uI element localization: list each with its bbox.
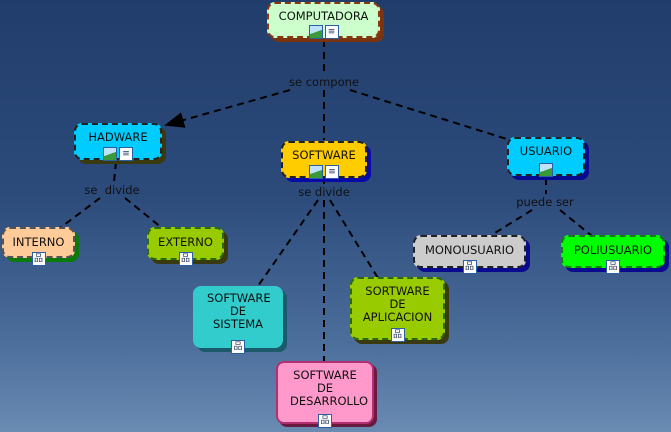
line-puedeser-monousuario [489,209,533,237]
image-icon[interactable] [309,165,323,179]
concept-software-de-aplicacion[interactable]: SORTWARE DE APLICACION 品 [350,277,445,342]
document-icon[interactable]: ≡ [325,165,339,179]
concept-software[interactable]: SOFTWARE ≡ [281,141,367,179]
line-sedivide-interno [59,197,101,229]
concept-label: INTERNO [12,235,65,249]
concept-label: COMPUTADORA [278,9,369,23]
submap-icon[interactable]: 品 [390,328,405,342]
submap-icon[interactable]: 品 [606,260,620,274]
line-secompone-hadware [164,89,291,128]
concept-computadora[interactable]: COMPUTADORA ≡ [267,2,380,39]
line-sedivide-aplicacion [329,199,379,279]
submap-icon[interactable]: 品 [231,340,245,354]
link-sw-se-divide[interactable]: se divide [298,185,350,199]
submap-icon[interactable]: 品 [462,260,477,274]
concept-usuario[interactable]: USUARIO [507,137,585,177]
concept-poliusuario[interactable]: POLIUSUARIO 品 [561,235,665,274]
concept-hadware[interactable]: HADWARE ≡ [74,123,162,161]
link-se-compone[interactable]: se compone [289,75,359,89]
concept-label: SOFTWARE DE SISTEMA [207,291,271,331]
line-puedeser-poliusuario [559,209,593,237]
submap-icon[interactable]: 品 [31,252,46,266]
line-sedivide-sistema [257,199,319,287]
document-icon[interactable]: ≡ [324,25,339,39]
link-hw-se-divide[interactable]: se divide [84,183,140,197]
image-icon[interactable] [308,25,323,39]
concept-label: EXTERNO [158,235,213,249]
concept-interno[interactable]: INTERNO 品 [2,227,75,266]
image-icon[interactable] [539,163,553,177]
line-sedivide-externo [124,197,163,229]
concept-label: POLIUSUARIO [573,243,653,257]
concept-software-de-desarrollo[interactable]: SOFTWARE DE DESARROLLO 品 [276,361,374,428]
concept-monousuario[interactable]: MONOUSUARIO 品 [413,235,526,274]
concept-label: SOFTWARE DE DESARROLLO [290,368,368,408]
concept-label: SORTWARE DE APLICACION [362,284,433,324]
submap-icon[interactable]: 品 [178,252,193,266]
concept-label: HADWARE [88,130,148,144]
document-icon[interactable]: ≡ [119,147,133,161]
concept-software-de-sistema[interactable]: SOFTWARE DE SISTEMA 品 [193,286,283,354]
line-hadware-sedivide [113,161,117,183]
submap-icon[interactable]: 品 [318,414,332,428]
concept-label: MONOUSUARIO [424,243,515,257]
line-secompone-usuario [349,89,511,141]
link-puede-ser[interactable]: puede ser [516,195,574,209]
concept-label: SOFTWARE [292,148,356,162]
concept-externo[interactable]: EXTERNO 品 [147,227,224,266]
concept-label: USUARIO [519,144,573,158]
image-icon[interactable] [103,147,117,161]
